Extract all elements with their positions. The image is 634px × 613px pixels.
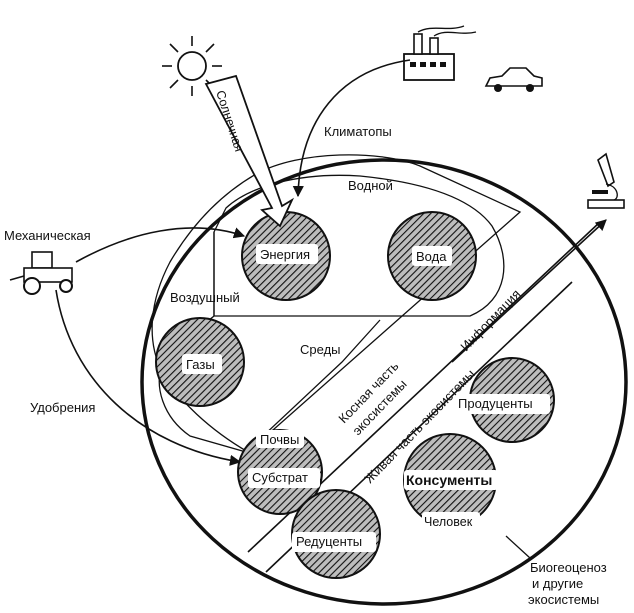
energy-label: Энергия xyxy=(260,247,310,262)
substrate-label: Субстрат xyxy=(252,470,308,485)
factory-arrow xyxy=(292,59,411,198)
fertilizer-arrow xyxy=(55,289,242,466)
mechanical-arrow xyxy=(75,227,246,263)
information-label: Информация xyxy=(457,286,523,354)
consumers-label: Консументы xyxy=(406,472,492,488)
human-label: Человек xyxy=(424,515,473,529)
air-env-label: Воздушный xyxy=(170,290,240,305)
factory-icon xyxy=(403,25,477,81)
information-arrow xyxy=(451,219,607,363)
sun-icon xyxy=(162,36,222,96)
producers-label: Продуценты xyxy=(458,396,533,411)
reducers-label: Редуценты xyxy=(296,534,362,549)
biogeocenosis-label-2: и другие xyxy=(532,576,583,591)
biogeocenosis-label-1: Биогеоценоз xyxy=(530,560,607,575)
ecosystem-outer-ring xyxy=(140,158,628,606)
solar-energy-arrow xyxy=(204,74,295,228)
water-environment-outline xyxy=(213,174,505,317)
water-label: Вода xyxy=(416,249,447,264)
climatopes-label: Климатопы xyxy=(324,124,392,139)
car-icon xyxy=(484,67,543,92)
fertilizers-label: Удобрения xyxy=(30,400,95,415)
water-env-label: Водной xyxy=(348,178,393,193)
tractor-icon xyxy=(9,251,73,295)
biogeocenosis-pointer xyxy=(505,535,531,559)
environments-label: Среды xyxy=(300,342,341,357)
soils-label: Почвы xyxy=(260,432,299,447)
microscope-icon xyxy=(587,152,625,209)
gases-label: Газы xyxy=(186,357,215,372)
biogeocenosis-label-3: экосистемы xyxy=(528,592,599,607)
mechanical-label: Механическая xyxy=(4,228,91,243)
